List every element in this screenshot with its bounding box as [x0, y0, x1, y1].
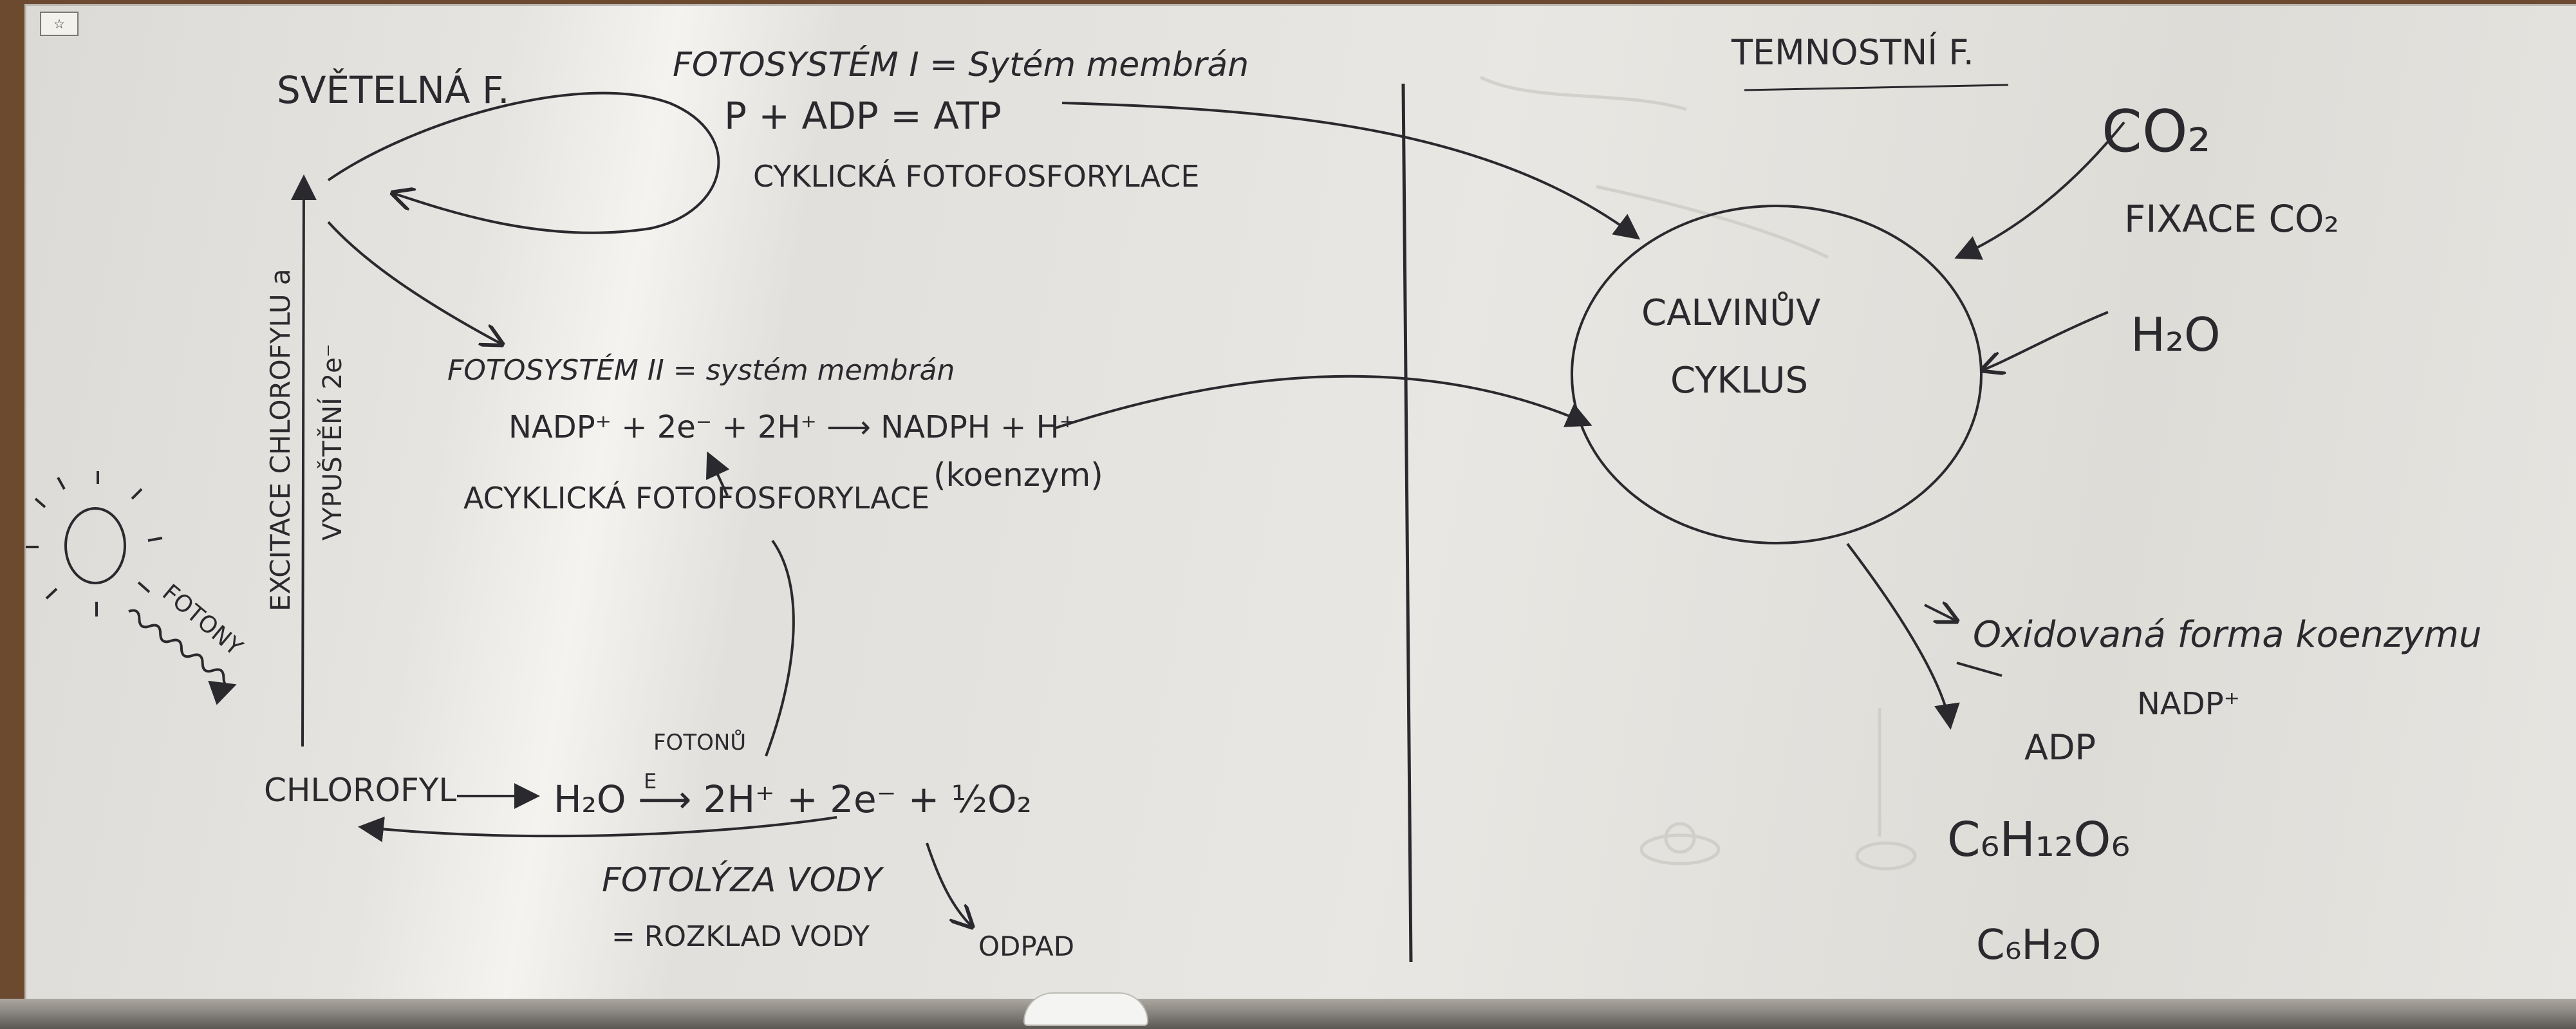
excitation-label: EXCITACE CHLOROFYLU a	[265, 268, 296, 611]
sun-drawing	[26, 471, 163, 616]
dark-phase-label: TEMNOSTNÍ F.	[1731, 32, 1974, 73]
ps2-line1: FOTOSYSTÉM II = systém membrán	[447, 353, 955, 387]
ps2-line2: NADP⁺ + 2e⁻ + 2H⁺ ⟶ NADPH + H⁺	[509, 409, 1076, 445]
phase-divider	[1401, 83, 1413, 963]
ps1-line3: CYKLICKÁ FOTOFOSFORYLACE	[753, 159, 1199, 194]
marker-tray	[0, 999, 2576, 1029]
chlorophyll-label: CHLOROFYL	[264, 772, 456, 809]
glucose-label: C₆H₁₂O₆	[1947, 812, 2130, 867]
photons-count-label: FOTONŮ	[653, 729, 746, 756]
nadp-label: NADP⁺	[2137, 686, 2240, 722]
electrons-return-arrow	[358, 816, 837, 842]
adp-output-line	[1956, 662, 2002, 677]
board-sticker: ☆	[40, 12, 79, 36]
h-plus-up-line	[765, 539, 795, 757]
glucose-arrow	[1846, 542, 1960, 730]
c6h2o-label: C₆H₂O	[1976, 922, 2102, 969]
light-phase-label: SVĚTELNÁ F.	[277, 68, 510, 112]
ps1-line1: FOTOSYSTÉM I = Sytém membrán	[673, 45, 1249, 84]
nadph-to-calvin-arrow	[1055, 375, 1592, 429]
fixation-label: FIXACE CO₂	[2124, 197, 2339, 241]
oxidized-form-label: Oxidovaná forma koenzymu	[1973, 614, 2482, 656]
photolysis-subtitle: = ROZKLAD VODY	[611, 920, 870, 953]
erased-ghost-marks	[1479, 75, 1917, 871]
photolysis-title: FOTOLÝZA VODY	[602, 860, 885, 900]
to-ps2-arrow	[327, 221, 502, 344]
adp-label: ADP	[2024, 727, 2096, 768]
whiteboard	[24, 4, 2576, 1003]
ps2-line3: (koenzym)	[933, 456, 1103, 494]
calvin-label-1: CALVINŮV	[1641, 292, 1820, 334]
atp-to-calvin-arrow	[1061, 102, 1641, 240]
cyclic-loop	[327, 91, 720, 234]
nadp-output-arrow	[1924, 605, 1957, 621]
co2-arrow	[1954, 121, 2125, 260]
excitation-arrow	[290, 174, 317, 747]
co2-label: CO₂	[2102, 98, 2211, 165]
h2o-arrow	[1983, 311, 2109, 370]
photolysis-equation: H₂O ⟶ 2H⁺ + 2e⁻ + ½O₂	[554, 777, 1032, 821]
release-label: VYPUŠTĚNÍ 2e⁻	[317, 344, 348, 541]
photons-label: FOTONY	[157, 579, 248, 661]
dark-phase-underline	[1744, 84, 2009, 91]
calvin-label-2: CYKLUS	[1670, 360, 1808, 402]
h-plus-arrow-head	[705, 451, 730, 496]
ps1-line2: P + ADP = ATP	[724, 94, 1002, 138]
energy-label: E	[644, 769, 657, 793]
waste-arrow	[926, 842, 972, 927]
ps2-line4: ACYKLICKÁ FOTOFOSFORYLACE	[463, 481, 929, 515]
h2o-label: H₂O	[2131, 308, 2221, 362]
photon-wave	[128, 609, 237, 705]
waste-label: ODPAD	[978, 931, 1074, 962]
